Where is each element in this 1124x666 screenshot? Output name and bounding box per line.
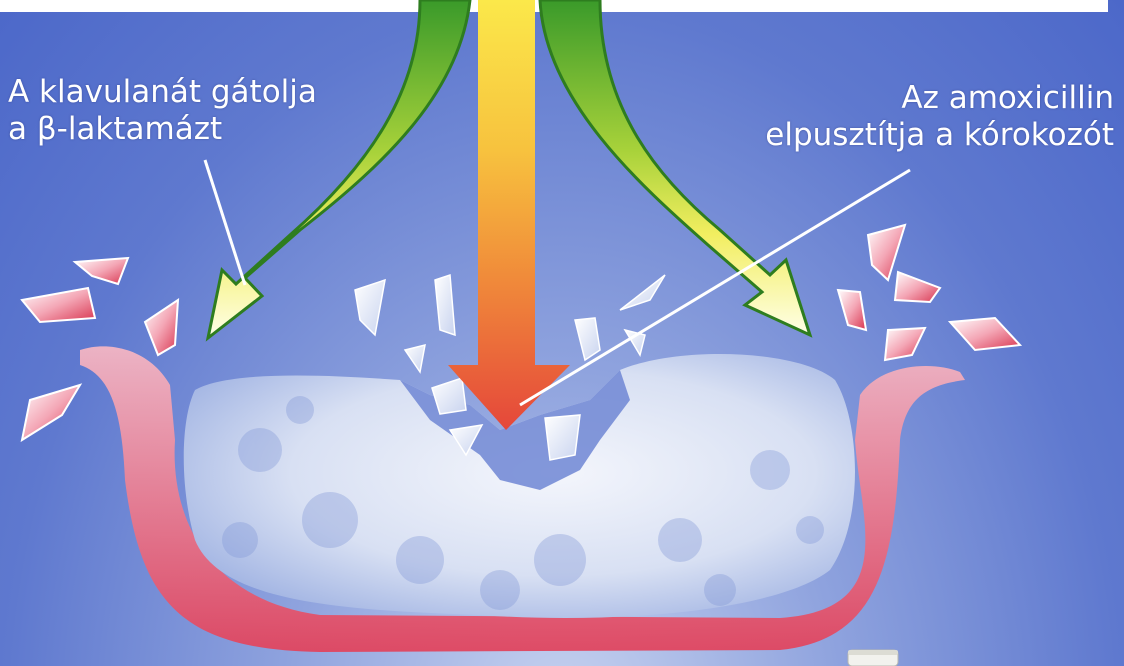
amoxicillin-label: Az amoxicillin elpusztítja a kórokozót bbox=[765, 80, 1114, 154]
clavulanate-label-line2: a β-laktamázt bbox=[8, 111, 317, 148]
amoxicillin-arrow bbox=[448, 0, 570, 430]
medicine-bottle-top bbox=[848, 650, 898, 666]
clavulanate-arrow-right bbox=[540, 0, 810, 335]
clavulanate-label: A klavulanát gátolja a β-laktamázt bbox=[8, 74, 317, 148]
amoxicillin-label-line2: elpusztítja a kórokozót bbox=[765, 117, 1114, 154]
clavulanate-pointer-line bbox=[205, 160, 245, 285]
amoxicillin-label-line1: Az amoxicillin bbox=[765, 80, 1114, 117]
clavulanate-label-line1: A klavulanát gátolja bbox=[8, 74, 317, 111]
clavulanate-arrow-left bbox=[208, 0, 470, 338]
wall-shards-right bbox=[838, 225, 1020, 360]
